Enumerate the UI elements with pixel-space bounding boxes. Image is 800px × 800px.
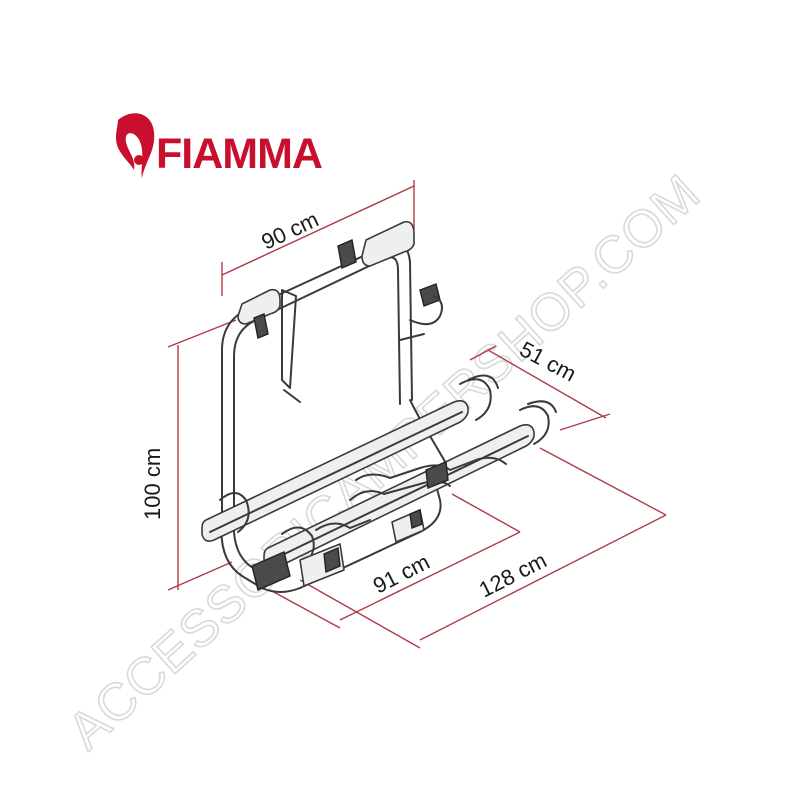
brand-name: FIAMMA bbox=[156, 130, 322, 178]
dimension-lines bbox=[167, 180, 667, 649]
brand-logo: FIAMMA bbox=[116, 113, 323, 178]
dimension-rail-length-label: 91 cm bbox=[369, 549, 434, 598]
dimension-height-label: 100 cm bbox=[140, 448, 165, 520]
dimension-width-label: 90 cm bbox=[258, 207, 323, 255]
dimension-total-length-label: 128 cm bbox=[475, 547, 551, 602]
carrier-frame bbox=[201, 220, 557, 593]
flame-logo-icon bbox=[116, 113, 155, 178]
